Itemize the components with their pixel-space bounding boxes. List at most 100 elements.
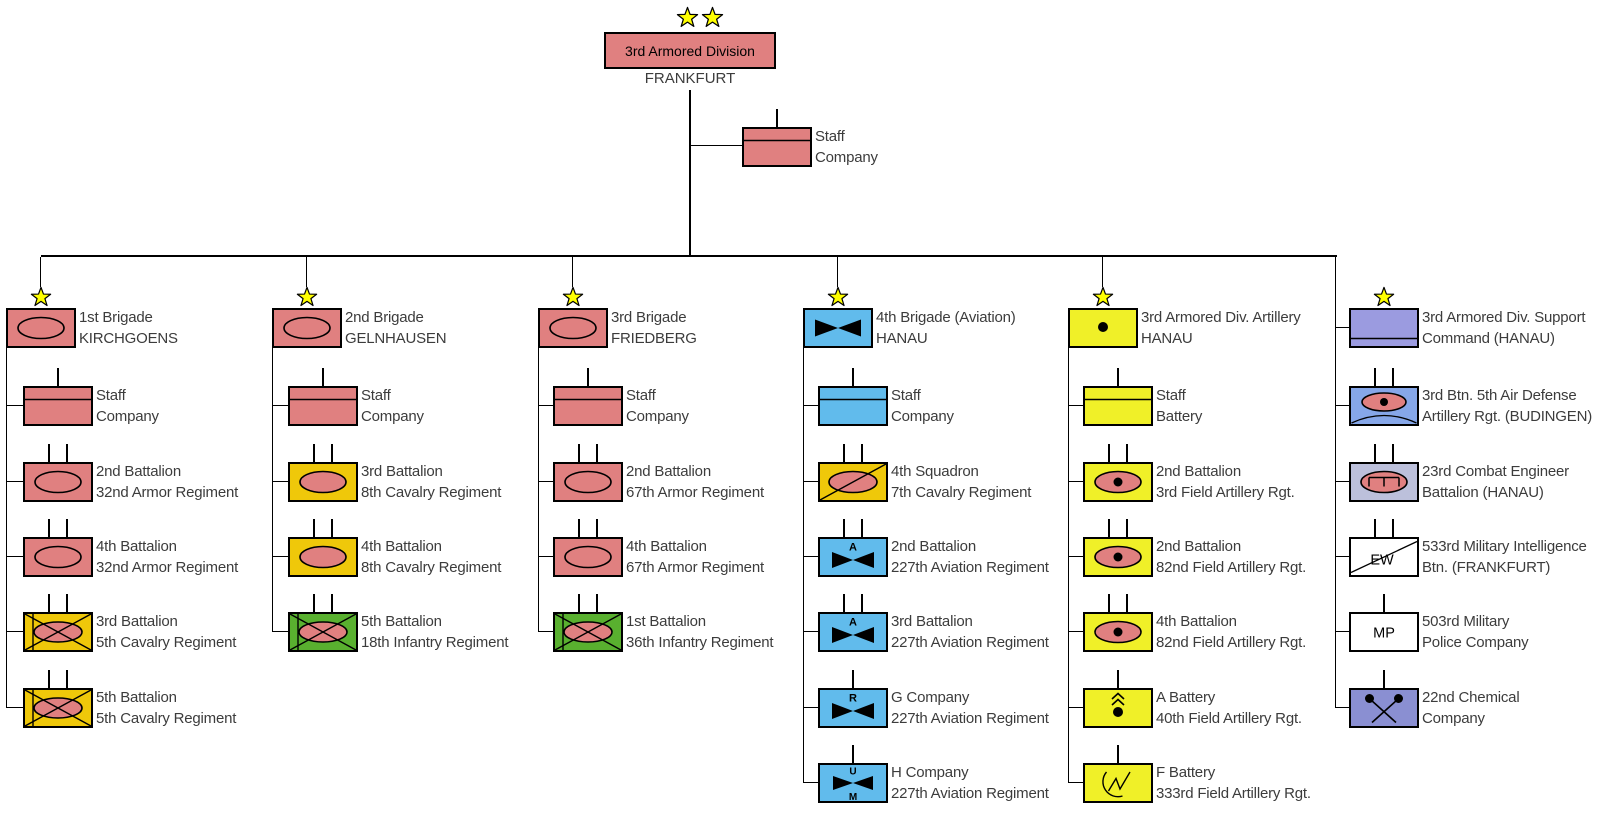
unit-box: EW [1349,537,1419,577]
connector-line [1335,405,1349,406]
unit-label-line2: 5th Cavalry Regiment [96,634,237,651]
connector-line [1335,631,1349,632]
unit-label-line2: FRIEDBERG [611,330,697,347]
echelon-tick [776,109,778,127]
echelon-tick [852,368,854,386]
armor-symbol-icon [549,316,597,340]
echelon-tick [596,519,598,537]
unit-box [1349,308,1419,348]
ada-symbol-icon [1351,392,1417,424]
branch-drop-line [40,257,41,287]
connector-line [803,405,818,406]
branch-drop-line [837,257,838,287]
unit-box [23,537,93,577]
rank-star-icon [1373,286,1395,307]
unit-label-line2: KIRCHGOENS [79,330,178,347]
symbol-letter: U [849,767,856,778]
symbol-letter: EW [1370,553,1394,569]
branch-drop-line [572,257,573,287]
staff-symbol-icon [744,139,810,142]
unit-label-line2: 333rd Field Artillery Rgt. [1156,785,1311,802]
unit-label-line1: Staff [891,387,921,404]
unit-label-line2: Company [815,149,878,166]
unit-label-line1: 3rd Armored Div. Support [1422,309,1586,326]
unit-label-line1: 1st Brigade [79,309,153,326]
connector-line [272,405,288,406]
unit-box [553,386,623,426]
unit-label-line2: Company [361,408,424,425]
staff-symbol-icon [290,398,356,401]
echelon-tick [1108,444,1110,462]
connector-line [538,631,553,632]
echelon-tick [313,444,315,462]
connector-line [690,145,742,146]
echelon-tick [1383,670,1385,688]
unit-box [1349,386,1419,426]
unit-box [272,308,342,348]
armor-symbol-icon [564,545,612,569]
echelon-tick [322,368,324,386]
armor-symbol-icon [564,470,612,494]
connector-line [272,631,288,632]
unit-label-line2: 40th Field Artillery Rgt. [1156,710,1302,727]
avn_a-symbol-icon: A [832,617,874,643]
unit-box [1349,462,1419,502]
echelon-tick [1392,444,1394,462]
main-rail-line [41,255,1337,257]
arty-symbol-icon [1098,322,1108,332]
unit-label-line2: 227th Aviation Regiment [891,559,1049,576]
unit-label-line1: 503rd Military [1422,613,1510,630]
connector-line [6,481,23,482]
unit-label-line1: 3rd Armored Div. Artillery [1141,309,1301,326]
unit-label-line2: Company [891,408,954,425]
avn_um-symbol-icon: UM [833,767,873,803]
symbol-letter: MP [1373,626,1395,642]
unit-label-line2: 82nd Field Artillery Rgt. [1156,634,1307,651]
echelon-tick [861,444,863,462]
ew-symbol-icon: EW [1350,540,1418,574]
unit-label-line1: Staff [96,387,126,404]
echelon-tick [578,444,580,462]
unit-box [23,386,93,426]
connector-line [272,556,288,557]
unit-label-line1: 5th Battalion [96,689,177,706]
connector-line [1068,782,1083,783]
unit-label-line2: 227th Aviation Regiment [891,785,1049,802]
connector-line [1068,405,1083,406]
rank-star-icon [562,286,584,307]
staff-symbol-icon [25,398,91,401]
column-spine-line [538,348,539,632]
echelon-tick [1117,368,1119,386]
unit-box [742,127,812,167]
unit-box [1083,386,1153,426]
staff-symbol-icon [1085,398,1151,401]
unit-label-line2: 67th Armor Regiment [626,484,764,501]
unit-label-line2: 7th Cavalry Regiment [891,484,1032,501]
unit-label-line1: 5th Battalion [361,613,442,630]
echelon-tick [1374,444,1376,462]
unit-label-line1: 3rd Battalion [361,463,443,480]
division-location: FRANKFURT [644,70,736,87]
connector-line [6,556,23,557]
unit-box [1083,537,1153,577]
rank-star-icon [1092,286,1114,307]
connector-line [1335,707,1349,708]
unit-label-line1: A Battery [1156,689,1216,706]
unit-box [288,537,358,577]
